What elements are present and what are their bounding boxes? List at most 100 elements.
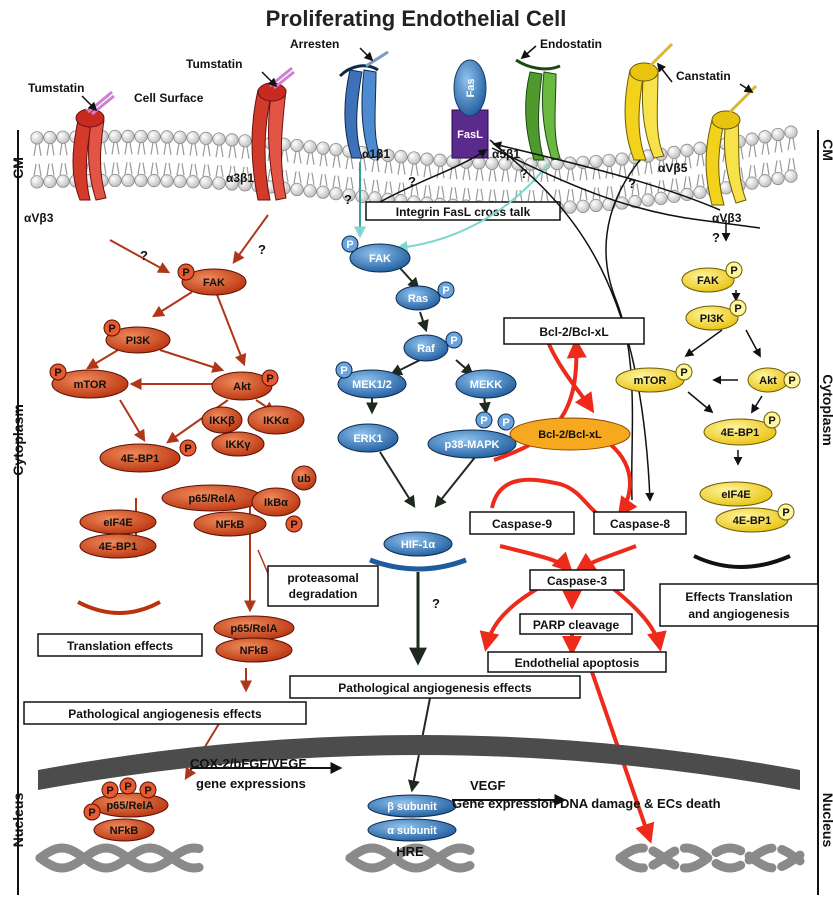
translation-effects-label: Translation effects (67, 639, 173, 653)
mid-erk-node: ERK1 (337, 423, 399, 453)
right-fak-node: FAK P (681, 261, 743, 293)
caspase8-label: Caspase-8 (610, 517, 670, 531)
right-4ebp1b-phospho-1: P (777, 503, 795, 521)
mid-hif-node: HIF-1α (383, 531, 453, 557)
mid-ras-label: Ras (408, 293, 428, 305)
left-4ebp1-phospho-1: P (179, 439, 197, 457)
dna-strands (35, 843, 805, 873)
cm-label-right: CM (820, 139, 833, 161)
nuclear-membrane (38, 735, 800, 790)
left-eif4e-label: eIF4E (103, 517, 132, 529)
dark-arrows (190, 162, 567, 806)
left-p65b-node: p65/RelA (213, 615, 295, 641)
caspase3-label: Caspase-3 (547, 574, 607, 588)
brackets (77, 554, 791, 615)
endostatin-label: Endostatin (540, 37, 602, 51)
ligand-pointers (81, 45, 754, 112)
right-4ebp1b-label: 4E-BP1 (733, 515, 772, 527)
right-4ebp1-phospho-1: P (763, 411, 781, 429)
nuc-p65-phospho-label-4: P (144, 785, 151, 797)
tumstatin-label-1: Tumstatin (28, 81, 84, 95)
mid-fak-phospho-1: P (341, 235, 359, 253)
mid-mek-node: MEK1/2 P (335, 361, 407, 399)
right-mtor-node: mTOR P (615, 363, 693, 393)
parp-label: PARP cleavage (533, 618, 620, 632)
fas-label: Fas (465, 79, 477, 98)
left-ikka-node: IKKα (247, 405, 305, 435)
left-nfkb-label: NFkB (216, 519, 245, 531)
left-4ebp1b-node: 4E-BP1 (79, 533, 157, 559)
question-mark-8: ? (432, 596, 440, 611)
fasl-crosstalk-arrows (379, 139, 763, 502)
mid-mek-phospho-label-1: P (340, 365, 347, 377)
right-fak-label: FAK (697, 275, 719, 287)
crosstalk-label: Integrin FasL cross talk (396, 205, 531, 219)
bcl-oval-label: Bcl-2/Bcl-xL (538, 429, 602, 441)
left-4ebp1b-label: 4E-BP1 (99, 541, 138, 553)
left-mtor-label: mTOR (74, 379, 107, 391)
left-p65b-label: p65/RelA (230, 623, 277, 635)
right-fak-phospho-1: P (725, 261, 743, 279)
nuc-alpha-node: α subunit (367, 818, 457, 842)
dna-death-label: DNA damage & ECs death (560, 796, 721, 811)
right-pi3k-phospho-label-1: P (734, 303, 741, 315)
nuc-beta-node: β subunit (367, 794, 457, 818)
a5b1-receptor (515, 58, 561, 161)
question-marks: ? ? ? ? ? ? ? ? (140, 166, 720, 611)
a3b1-label: α3β1 (226, 171, 254, 185)
left-nfkb-node: NFkB (193, 511, 267, 537)
nucleus-labels: COX-2/bFGF/VEGF gene expressions VEGF Ge… (190, 756, 721, 859)
left-ikkg-node: IKKγ (211, 431, 265, 457)
left-p65-label: p65/RelA (188, 493, 235, 505)
right-4ebp1b-node: 4E-BP1 P (715, 503, 795, 533)
left-ikba-phospho-1: P (285, 515, 303, 533)
mid-fak-label: FAK (369, 253, 391, 265)
side-label-left: CM Cytoplasm Nucleus (10, 130, 26, 895)
mid-hif-label: HIF-1α (401, 539, 436, 551)
bcl-box-label: Bcl-2/Bcl-xL (539, 325, 608, 339)
right-eif4e-node: eIF4E (699, 481, 773, 507)
side-label-right: CM Cytoplasm Nucleus (817, 130, 833, 895)
left-akt-phospho-label-1: P (266, 373, 273, 385)
mid-ras-phospho-label-1: P (442, 285, 449, 297)
a1b1-label: α1β1 (362, 147, 390, 161)
avb5-label: αVβ5 (658, 161, 688, 175)
fas-fasl-complex (451, 59, 489, 159)
right-mtor-phospho-label-1: P (680, 367, 687, 379)
bcl-oval-node: Bcl-2/Bcl-xL (509, 417, 631, 451)
right-mtor-label: mTOR (634, 375, 667, 387)
mid-mek-label: MEK1/2 (352, 379, 392, 391)
nuc-beta-label: β subunit (387, 801, 437, 813)
nuc-alpha-label: α subunit (387, 825, 437, 837)
mid-p38-label: p38-MAPK (444, 439, 499, 451)
crosstalk-box (365, 201, 561, 221)
apoptosis-label: Endothelial apoptosis (515, 656, 640, 670)
arresten-label: Arresten (290, 37, 339, 51)
avb3-right-receptor (705, 84, 758, 206)
nuc-nfkb-node: NFkB (93, 818, 155, 842)
question-mark-4: ? (408, 174, 416, 189)
mid-p38-phospho-2: P (497, 413, 515, 431)
mid-fak-phospho-label-1: P (346, 239, 353, 251)
mid-ras-node: Ras P (395, 281, 455, 311)
left-akt-phospho-1: P (261, 369, 279, 387)
right-akt-phospho-1: P (783, 371, 801, 389)
vegf-line-1: VEGF (470, 778, 505, 793)
diagram-title: Proliferating Endothelial Cell (266, 6, 567, 31)
avb3-left-receptor (72, 89, 115, 201)
right-4ebp1-phospho-label-1: P (768, 415, 775, 427)
nuc-p65-phospho-1: P (83, 803, 101, 821)
nuc-p65-phospho-label-2: P (106, 785, 113, 797)
effects-line-2: and angiogenesis (688, 607, 790, 621)
left-pi3k-phospho-label-1: P (108, 323, 115, 335)
avb3-right-label: αVβ3 (712, 211, 742, 225)
canstatin-label: Canstatin (676, 69, 731, 83)
avb3-left-label: αVβ3 (24, 211, 54, 225)
